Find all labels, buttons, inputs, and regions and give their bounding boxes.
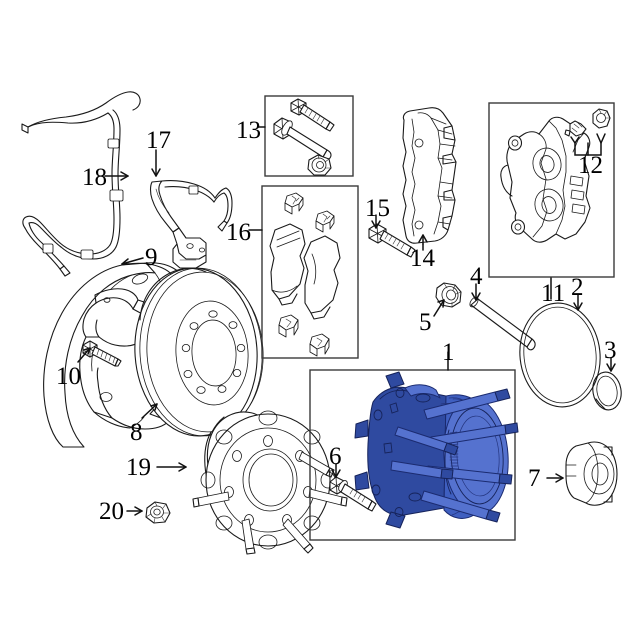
pad-clip bbox=[309, 333, 330, 357]
small-seal-ring-graphic bbox=[592, 371, 622, 411]
callout-3[interactable]: 3 bbox=[604, 337, 617, 364]
callout-4[interactable]: 4 bbox=[470, 263, 483, 290]
abs-wheel-speed-sensor-graphic bbox=[21, 91, 141, 277]
caliper-guide-pin-graphic bbox=[469, 296, 536, 351]
pad-clip bbox=[278, 314, 299, 338]
caliper-box-graphic bbox=[488, 102, 615, 278]
axle-hub-lock-nut-cap-graphic bbox=[565, 441, 618, 506]
pad-clip bbox=[284, 192, 304, 215]
wheel-hub-bearing-assembly-graphic bbox=[354, 371, 519, 529]
caliper-mounting-bracket-graphic bbox=[402, 107, 457, 244]
callout-13[interactable]: 13 bbox=[236, 117, 261, 144]
guide-pin-bushing-graphic bbox=[435, 282, 462, 308]
callout-14[interactable]: 14 bbox=[410, 245, 435, 272]
callout-8[interactable]: 8 bbox=[130, 419, 143, 446]
abs-sensor-harness-bracket-graphic bbox=[149, 180, 233, 269]
brake-pad-set-box-graphic bbox=[261, 185, 359, 359]
hub-o-ring-seal-graphic bbox=[519, 302, 601, 408]
guide-pin-kit-box-graphic bbox=[264, 95, 354, 177]
callout-9[interactable]: 9 bbox=[145, 244, 158, 271]
callout-6[interactable]: 6 bbox=[329, 443, 342, 470]
callout-5[interactable]: 5 bbox=[419, 309, 432, 336]
callout-2[interactable]: 2 bbox=[571, 274, 584, 301]
bracket-mounting-bolt-graphic bbox=[368, 223, 416, 258]
callout-16[interactable]: 16 bbox=[226, 219, 251, 246]
callout-7[interactable]: 7 bbox=[528, 465, 541, 492]
callout-12[interactable]: 12 bbox=[578, 152, 603, 179]
callout-18[interactable]: 18 bbox=[82, 164, 107, 191]
pad-clip bbox=[315, 210, 335, 233]
hub-wheel-studs bbox=[390, 388, 519, 523]
callout-11[interactable]: 11 bbox=[541, 280, 566, 307]
wheel-studs bbox=[192, 451, 348, 555]
hub-assembly-box-graphic bbox=[309, 369, 519, 541]
wheel-hub-flange-graphic bbox=[192, 410, 348, 555]
callout-20[interactable]: 20 bbox=[99, 498, 124, 525]
brake-rotor-disc-graphic bbox=[134, 267, 264, 437]
hub-mounting-bolt-graphic bbox=[329, 476, 377, 512]
callout-19[interactable]: 19 bbox=[126, 454, 151, 481]
callout-leaders bbox=[77, 126, 616, 516]
callout-15[interactable]: 15 bbox=[365, 195, 390, 222]
callout-1[interactable]: 1 bbox=[442, 339, 455, 366]
callout-17[interactable]: 17 bbox=[146, 127, 171, 154]
callout-10[interactable]: 10 bbox=[56, 363, 81, 390]
wheel-lug-nut-graphic bbox=[145, 501, 171, 524]
